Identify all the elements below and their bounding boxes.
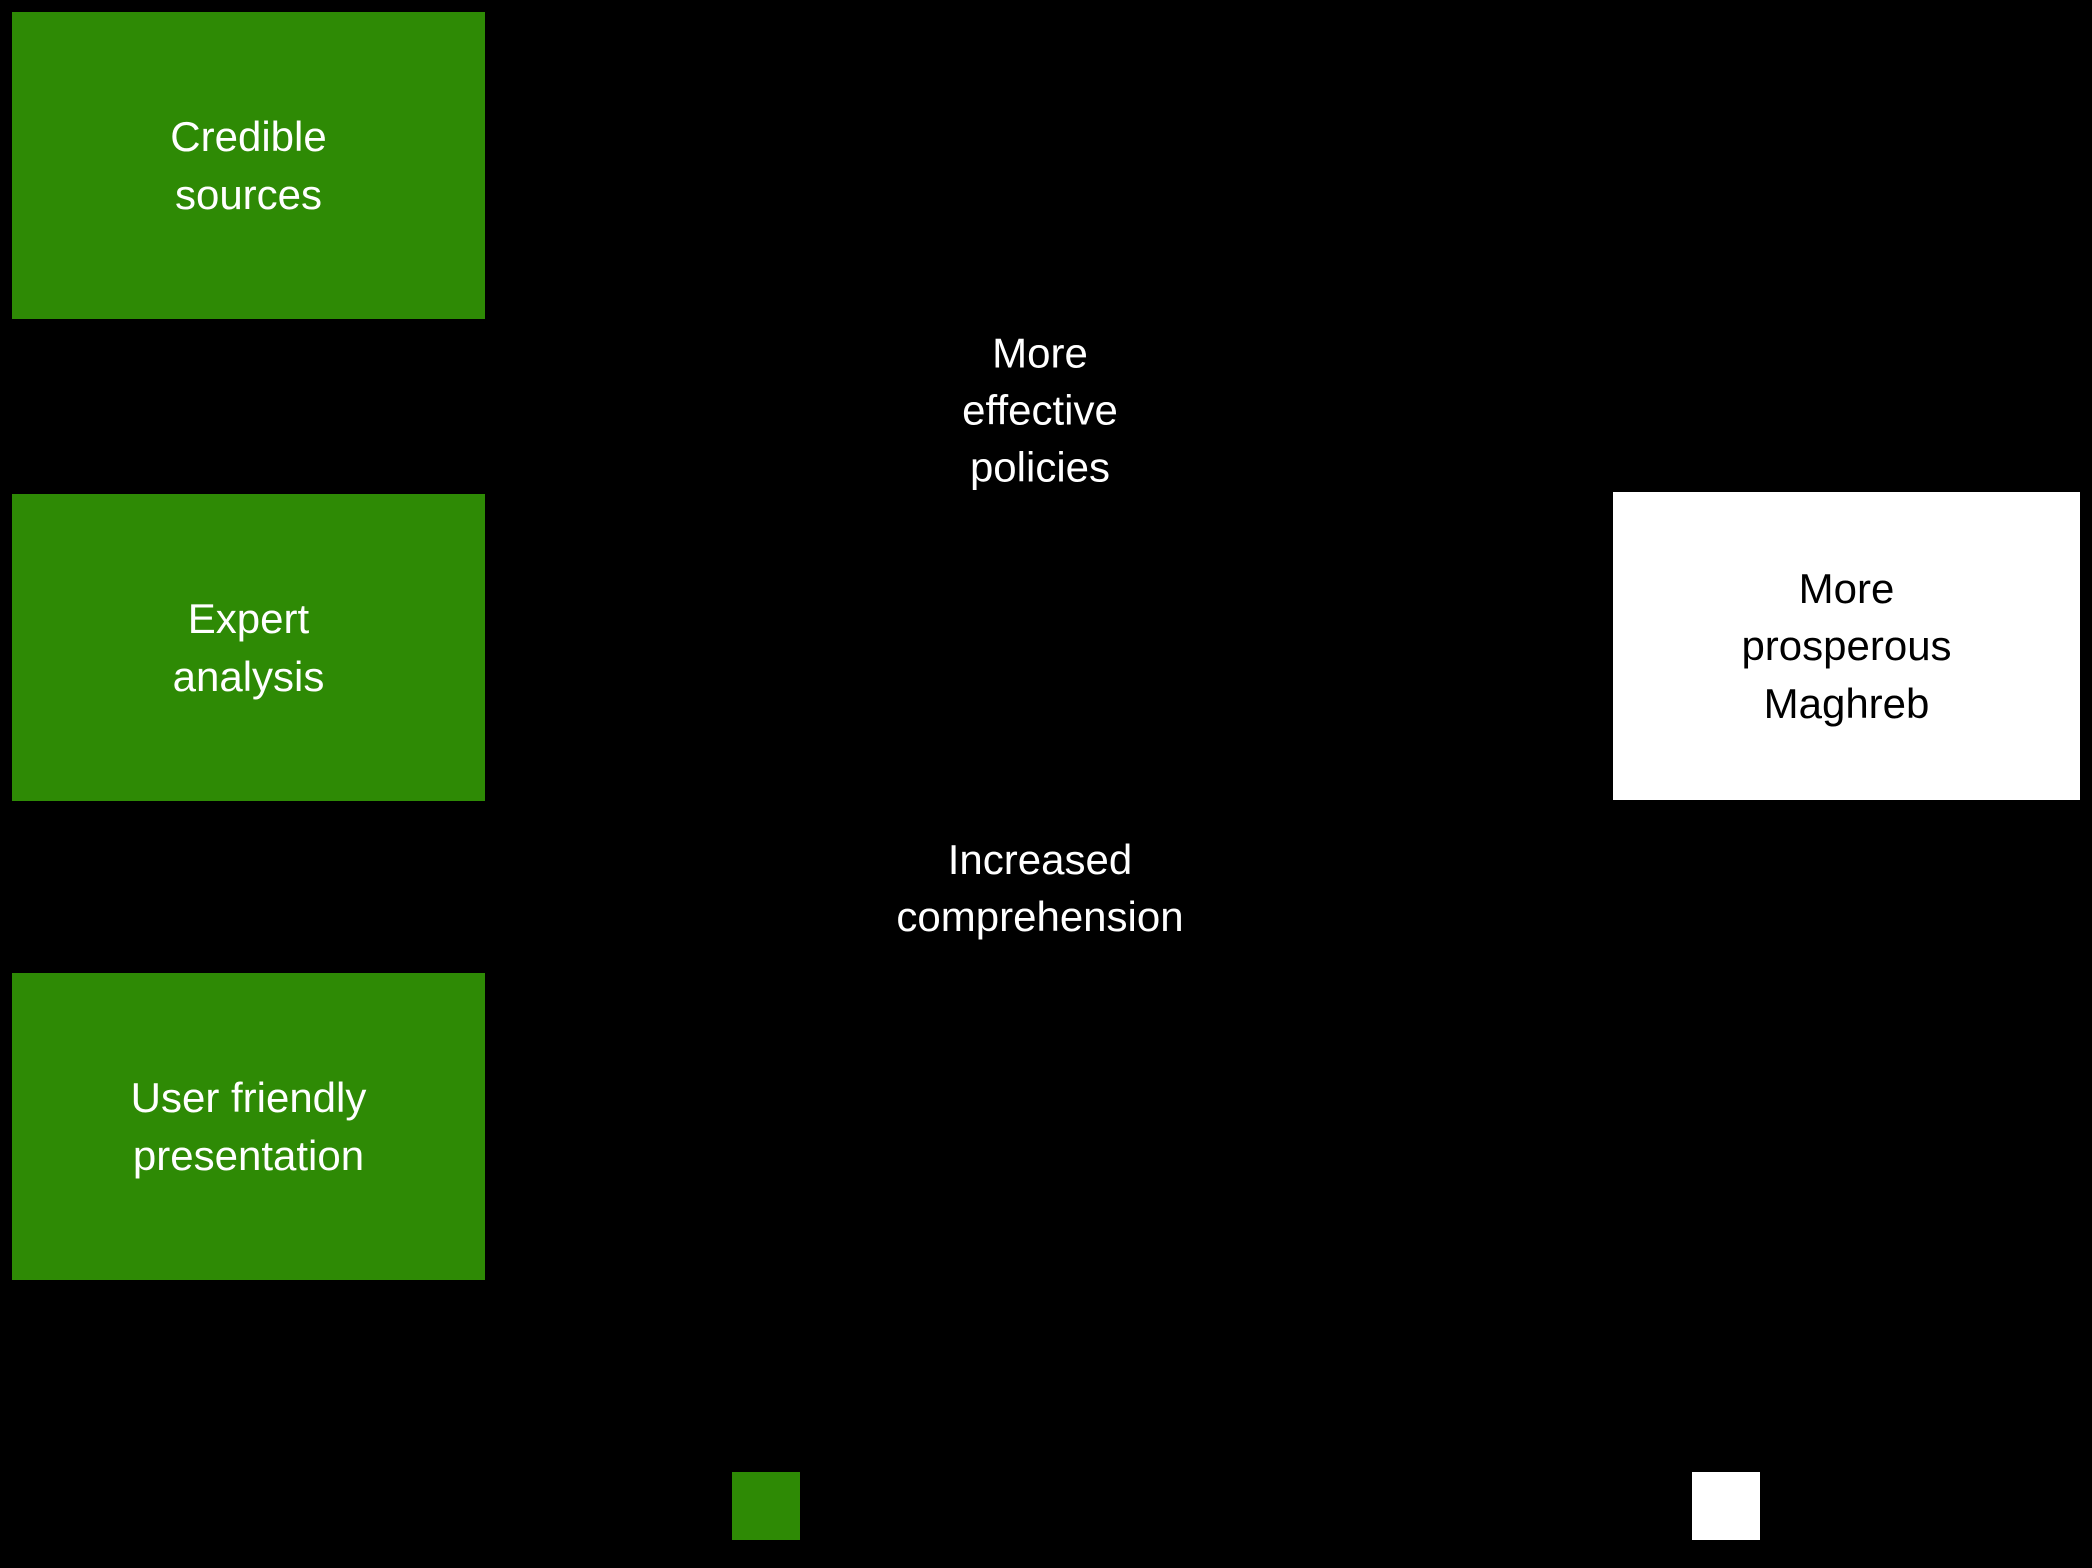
outcome-increased-comprehension: Increased comprehension xyxy=(896,835,1184,940)
input-box-credible-sources-label: Credible sources xyxy=(170,113,327,218)
impact-box-label: More prosperous Maghreb xyxy=(1741,565,1952,727)
impact-box-more-prosperous-maghreb: More prosperous Maghreb xyxy=(1613,492,2080,800)
input-box-user-friendly-presentation: User friendly presentation xyxy=(12,973,485,1280)
legend-green-swatch xyxy=(732,1472,800,1540)
legend-white-swatch xyxy=(1692,1472,1760,1540)
input-box-expert-analysis: Expert analysis xyxy=(12,494,485,801)
outcome-more-effective-policies: More effective policies xyxy=(962,329,1118,491)
input-box-user-friendly-presentation-label: User friendly presentation xyxy=(130,1074,367,1179)
input-box-expert-analysis-label: Expert analysis xyxy=(172,595,325,700)
input-box-credible-sources: Credible sources xyxy=(12,12,485,319)
